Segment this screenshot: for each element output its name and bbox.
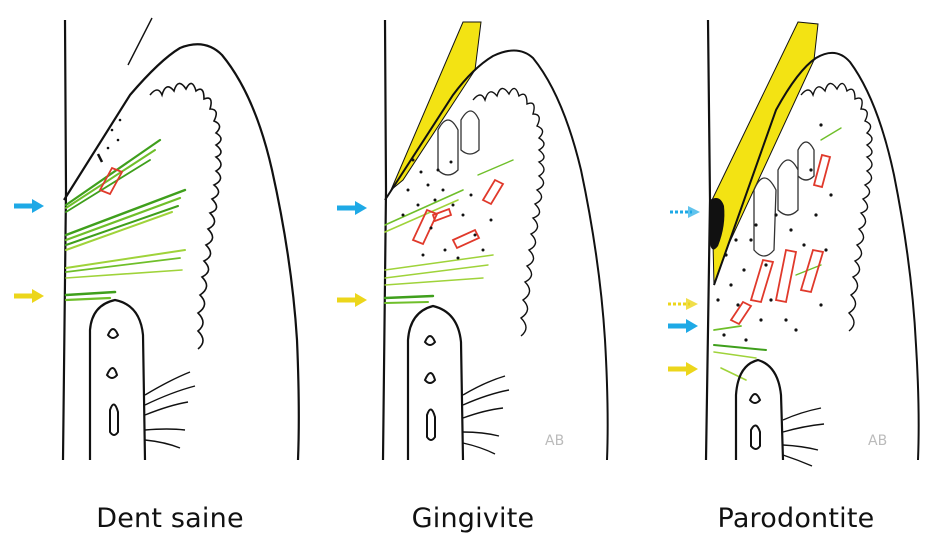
panel-gingivitis: AB Gingivite xyxy=(313,0,626,539)
signature-mark: AB xyxy=(545,433,564,449)
plaque-deposit xyxy=(391,22,481,190)
arrow-right-icon xyxy=(335,200,369,216)
arrow-right-dotted-icon xyxy=(666,297,700,311)
signature-mark: AB xyxy=(868,433,887,449)
bone-fibers xyxy=(463,376,509,454)
gingiva-outline xyxy=(64,44,299,460)
arrow-right-dotted-icon xyxy=(668,204,702,220)
alveolar-bone xyxy=(90,300,145,460)
arrow-right-icon xyxy=(12,288,46,304)
tooth-surface xyxy=(706,20,710,460)
gingival-fibers xyxy=(66,140,185,300)
bone-fibers xyxy=(783,408,824,466)
arrow-right-icon xyxy=(666,361,700,377)
arrow-right-icon xyxy=(12,198,46,214)
panel-healthy: Dent saine xyxy=(0,0,313,539)
gingiva-outline xyxy=(714,53,919,460)
epithelial-ridges xyxy=(801,83,872,331)
caption-healthy: Dent saine xyxy=(40,503,300,534)
periodontitis-illustration: AB xyxy=(626,0,939,500)
panel-periodontitis: AB Parodontite xyxy=(626,0,939,539)
epithelial-ridges xyxy=(473,88,544,336)
gingiva-outline xyxy=(385,50,608,460)
tooth-surface xyxy=(383,20,386,460)
arrow-right-icon xyxy=(335,292,369,308)
bone-fibers xyxy=(145,372,195,448)
healthy-illustration xyxy=(0,0,313,500)
caption-periodontitis: Parodontite xyxy=(666,503,926,534)
gingivitis-illustration: AB xyxy=(313,0,626,500)
arrow-right-icon xyxy=(666,318,700,334)
caption-gingivitis: Gingivite xyxy=(343,503,603,534)
